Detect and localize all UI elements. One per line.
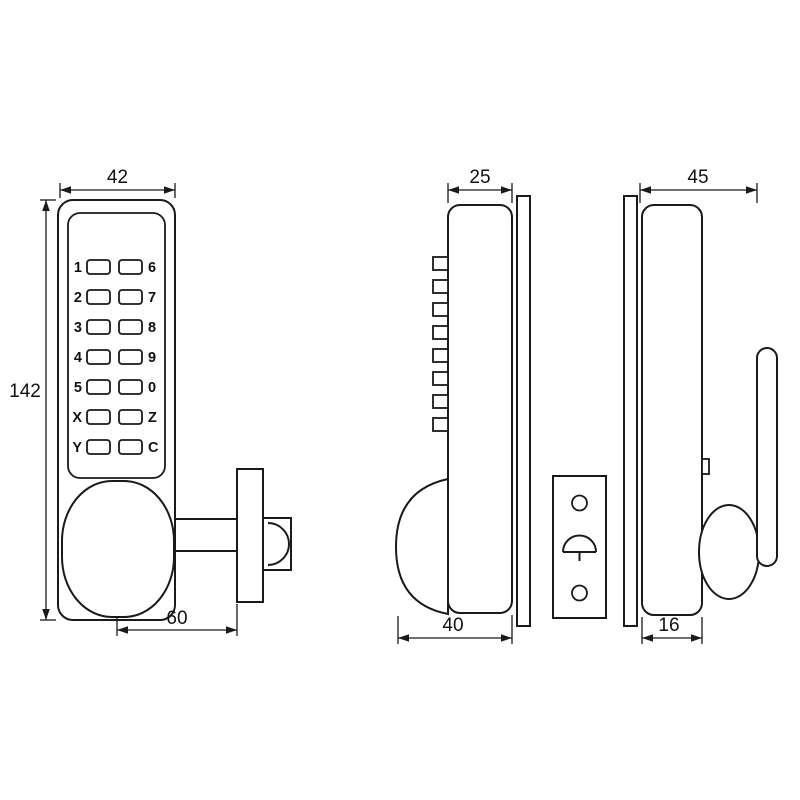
keypad-button <box>86 259 111 275</box>
dim-label-front-height: 142 <box>9 381 41 402</box>
dim-label-back-bottom: 16 <box>658 615 679 636</box>
keypad-button <box>118 349 143 365</box>
key-label: C <box>148 440 159 456</box>
button-tooth <box>432 302 449 317</box>
dim-label-front-depth: 60 <box>166 608 187 629</box>
knob-front <box>61 480 175 618</box>
arrowhead-right <box>746 186 757 194</box>
key-label: 2 <box>74 290 82 306</box>
arrowhead-left <box>398 634 409 642</box>
key-label: 5 <box>74 380 82 396</box>
key-label: 0 <box>148 380 156 396</box>
dim-label-side-width: 25 <box>469 167 490 188</box>
screw-hole <box>571 494 588 512</box>
arrowhead-right <box>164 186 175 194</box>
arrowhead-right <box>501 186 512 194</box>
key-label: Y <box>72 440 82 456</box>
door-panel <box>623 195 638 627</box>
screw-hole <box>571 584 588 602</box>
key-label: 9 <box>148 350 156 366</box>
dim-front-depth: 60 <box>116 604 238 636</box>
key-label: 3 <box>74 320 82 336</box>
dim-back-bottom: 16 <box>641 615 703 644</box>
arrowhead-left <box>642 634 653 642</box>
keypad-button <box>118 289 143 305</box>
dim-label-side-bottom: 40 <box>442 615 463 636</box>
strike-plate <box>552 475 607 619</box>
front-view: 42 142 1 6 2 7 3 <box>9 167 292 636</box>
arrowhead-top <box>42 200 50 211</box>
keypad: 1 6 2 7 3 8 4 9 5 0 X <box>72 259 159 456</box>
body-notch <box>701 458 710 475</box>
keypad-button <box>118 439 143 455</box>
keypad-button <box>86 439 111 455</box>
latch-bolt <box>262 517 292 571</box>
key-label: 8 <box>148 320 156 336</box>
button-tooth <box>432 256 449 271</box>
thumbturn-lever <box>756 347 778 567</box>
key-label: Z <box>148 410 157 426</box>
keypad-button <box>118 409 143 425</box>
latch-faceplate <box>236 468 264 603</box>
back-view: 45 16 <box>623 167 778 644</box>
keypad-button <box>86 289 111 305</box>
arrowhead-right <box>501 634 512 642</box>
keypad-button <box>86 379 111 395</box>
dim-side-bottom: 40 <box>397 615 513 644</box>
dim-label-front-width: 42 <box>107 167 128 188</box>
key-label: 1 <box>74 260 82 276</box>
key-label: 6 <box>148 260 156 276</box>
keypad-button <box>118 259 143 275</box>
lock-body-side <box>447 204 513 614</box>
dim-front-width: 42 <box>59 167 176 198</box>
arrowhead-right <box>691 634 702 642</box>
arrowhead-bottom <box>42 609 50 620</box>
lock-body-back <box>641 204 703 616</box>
thumbturn-hub <box>698 504 760 600</box>
dim-side-width: 25 <box>447 167 513 203</box>
button-tooth <box>432 417 449 432</box>
side-view: 25 40 <box>394 167 531 644</box>
keypad-button <box>86 349 111 365</box>
key-label: 7 <box>148 290 156 306</box>
latch-bolt-curve <box>267 522 290 566</box>
dim-label-back-width: 45 <box>687 167 708 188</box>
button-profile-teeth <box>432 256 449 432</box>
button-tooth <box>432 348 449 363</box>
button-tooth <box>432 371 449 386</box>
knob-side-profile <box>394 477 449 616</box>
arrowhead-left <box>117 626 128 634</box>
arrowhead-right <box>226 626 237 634</box>
button-tooth <box>432 394 449 409</box>
arrowhead-left <box>448 186 459 194</box>
keypad-button <box>118 319 143 335</box>
keypad-panel <box>67 212 166 479</box>
arrowhead-left <box>640 186 651 194</box>
spindle-shaft <box>174 518 238 552</box>
key-label: X <box>72 410 82 426</box>
keypad-button <box>86 409 111 425</box>
button-tooth <box>432 325 449 340</box>
dim-back-width: 45 <box>639 167 758 203</box>
latch-cutout-arc <box>562 534 597 553</box>
key-label: 4 <box>74 350 82 366</box>
button-tooth <box>432 279 449 294</box>
keypad-button <box>118 379 143 395</box>
keypad-button <box>86 319 111 335</box>
dim-front-height: 142 <box>9 199 56 621</box>
door-panel <box>516 195 531 627</box>
arrowhead-left <box>60 186 71 194</box>
